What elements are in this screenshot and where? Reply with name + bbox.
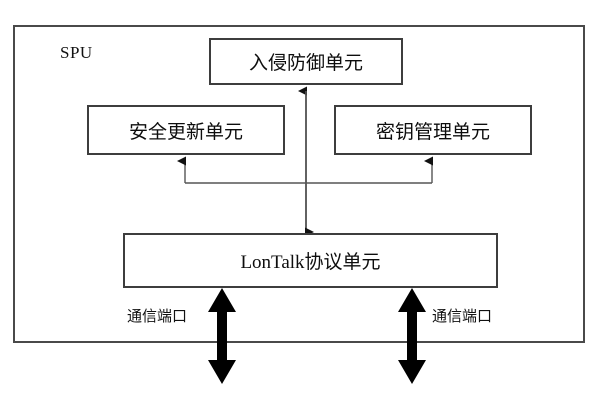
spu-label: SPU [60,43,93,62]
label-communication-port-right: 通信端口 [432,309,493,325]
box-key-management-unit[interactable]: 密钥管理单元 [334,105,532,155]
label-communication-port-left: 通信端口 [127,309,188,325]
box-lontalk-protocol-unit[interactable]: LonTalk协议单元 [123,233,498,288]
box-security-update-unit[interactable]: 安全更新单元 [87,105,285,155]
box-intrusion-prevention-unit[interactable]: 入侵防御单元 [209,38,403,85]
